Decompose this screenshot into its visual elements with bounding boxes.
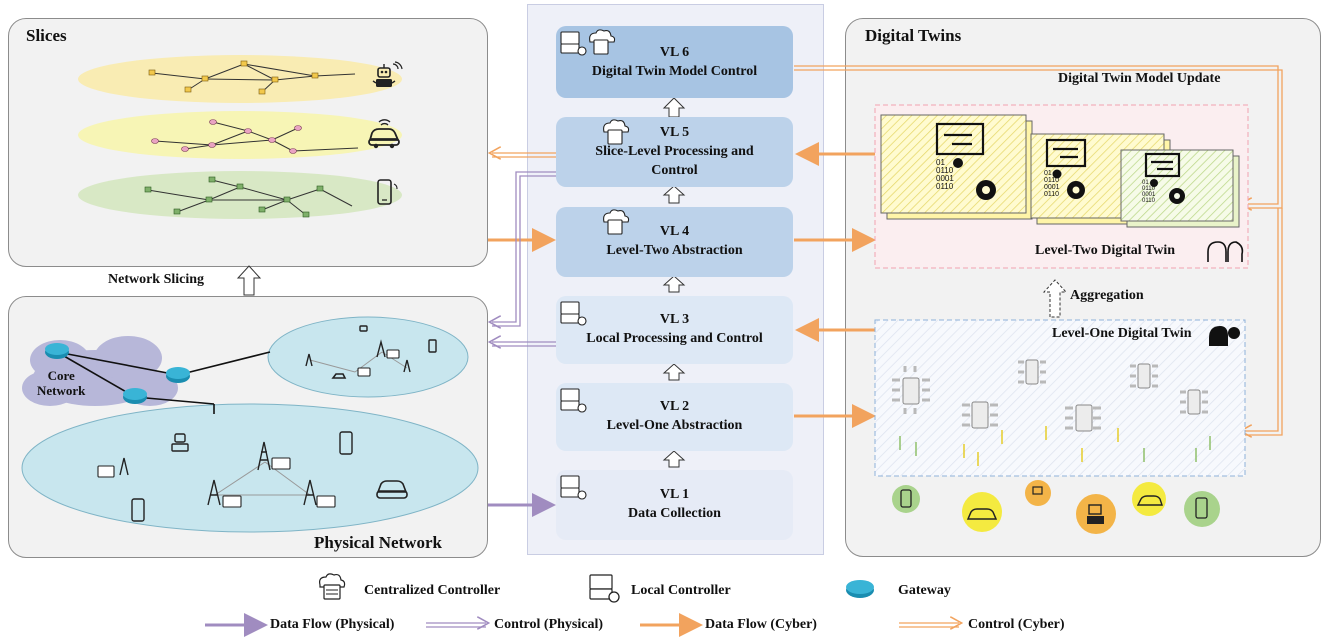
core-links <box>56 351 271 414</box>
level-one-twin-box <box>874 319 1246 477</box>
robot-icon <box>372 61 403 87</box>
aggregation-arrow <box>1042 279 1068 318</box>
vl4-name: Level-Two Abstraction <box>606 243 743 258</box>
network-slicing-arrow <box>236 265 262 296</box>
data-flow-cyber-arrows <box>488 142 880 428</box>
vl5-id: VL 5 <box>659 125 690 140</box>
vl-flow-arrows <box>662 97 686 468</box>
legend-data-cyber-label: Data Flow (Cyber) <box>705 617 817 632</box>
vl6-id: VL 6 <box>659 45 690 60</box>
legend-control-cyber-label: Control (Cyber) <box>968 617 1065 632</box>
car-device-icon <box>331 373 408 499</box>
slices-title: Slices <box>26 26 67 45</box>
legend-centralized-label: Centralized Controller <box>364 583 501 598</box>
slice-phone <box>78 171 402 219</box>
level-one-twin-label: Level-One Digital Twin <box>1052 326 1192 341</box>
level-one-twin-icon <box>1209 326 1240 346</box>
vl5-box[interactable]: VL 5 Slice-Level Processing and Control <box>556 117 793 187</box>
level-two-twin-icon <box>1207 241 1244 262</box>
vl4-box[interactable]: VL 4 Level-Two Abstraction <box>556 207 793 277</box>
core-network-line1: Core <box>47 368 75 383</box>
slice-robot <box>78 55 402 103</box>
vl1-box[interactable]: VL 1 Data Collection <box>556 470 793 540</box>
legend-centralized-controller-icon <box>319 573 346 600</box>
vl2-id: VL 2 <box>659 399 690 414</box>
vl3-box[interactable]: VL 3 Local Processing and Control <box>556 296 793 364</box>
legend-gateway-label: Gateway <box>898 583 951 598</box>
control-physical-arrows <box>492 171 556 346</box>
physical-network-title: Physical Network <box>314 533 442 552</box>
gear-icon <box>953 158 1185 204</box>
vl2-name: Level-One Abstraction <box>606 418 743 433</box>
edge-network-bottom <box>21 403 479 533</box>
vl5-name-line1: Slice-Level Processing and <box>595 144 754 159</box>
tower-icon <box>119 339 411 506</box>
legend-control-cyber-arrow <box>899 623 959 627</box>
gateway-icon <box>45 343 190 404</box>
digital-twins-title: Digital Twins <box>865 26 962 45</box>
phone-device-icon <box>131 339 437 522</box>
vl6-box[interactable]: VL 6 Digital Twin Model Control <box>556 26 793 98</box>
legend-control-physical-label: Control (Physical) <box>494 617 604 632</box>
edge-network-top <box>267 316 469 398</box>
twin-binary-text-2: 01 0110 0001 0110 <box>1044 170 1060 198</box>
vl5-name-line2: Control <box>651 163 698 178</box>
twin-binary-text-3: 01 0110 0001 0110 <box>1142 180 1156 204</box>
level-one-ticks <box>899 426 1211 466</box>
twin-binary-text-1: 01 0110 0001 0110 <box>936 158 954 191</box>
legend-local-controller-icon <box>589 574 620 603</box>
vl3-id: VL 3 <box>659 312 690 327</box>
level-one-circuit-icons <box>892 360 1208 430</box>
local-controller-small-icon <box>97 349 400 508</box>
vl4-id: VL 4 <box>659 224 690 239</box>
model-update-label: Digital Twin Model Update <box>1058 71 1221 86</box>
vl2-box[interactable]: VL 2 Level-One Abstraction <box>556 383 793 451</box>
twin-card-1 <box>880 114 1033 220</box>
level-two-twin-label: Level-Two Digital Twin <box>1035 243 1175 258</box>
control-cyber-arrows <box>492 65 1283 435</box>
slice-vehicle <box>78 111 402 159</box>
phone-icon <box>377 179 398 205</box>
vl1-id: VL 1 <box>659 487 690 502</box>
aggregation-label: Aggregation <box>1070 288 1144 303</box>
network-slicing-label: Network Slicing <box>108 272 205 287</box>
legend-data-physical-label: Data Flow (Physical) <box>270 617 395 632</box>
legend-gateway-icon <box>846 580 874 598</box>
core-network-line2: Network <box>37 383 86 398</box>
vl6-name: Digital Twin Model Control <box>591 64 758 79</box>
vl1-name: Data Collection <box>628 506 721 521</box>
twin-model-icon <box>935 122 1181 178</box>
core-network-label: Core Network <box>37 368 85 398</box>
twin-device-circles <box>892 480 1220 534</box>
legend-local-label: Local Controller <box>631 583 731 598</box>
level-one-chips <box>902 359 1201 432</box>
legend-control-physical-arrow <box>426 623 486 627</box>
car-icon <box>368 119 400 149</box>
robot-device-icon <box>171 325 368 452</box>
vl3-name: Local Processing and Control <box>586 331 763 346</box>
